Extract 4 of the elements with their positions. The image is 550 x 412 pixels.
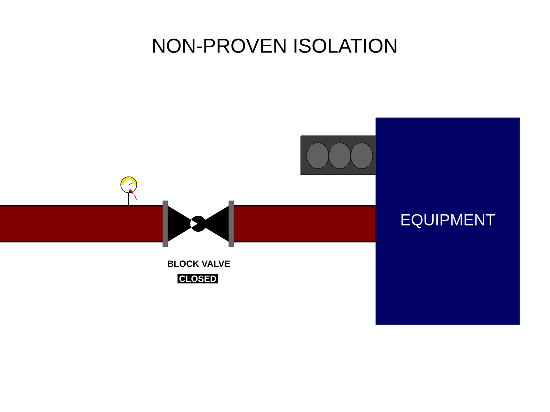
valve-label: BLOCK VALVE xyxy=(168,260,230,268)
title: NON-PROVEN ISOLATION xyxy=(153,38,397,54)
status-badge: CLOSED xyxy=(178,274,218,284)
equipment-box: EQUIPMENT xyxy=(376,118,520,326)
